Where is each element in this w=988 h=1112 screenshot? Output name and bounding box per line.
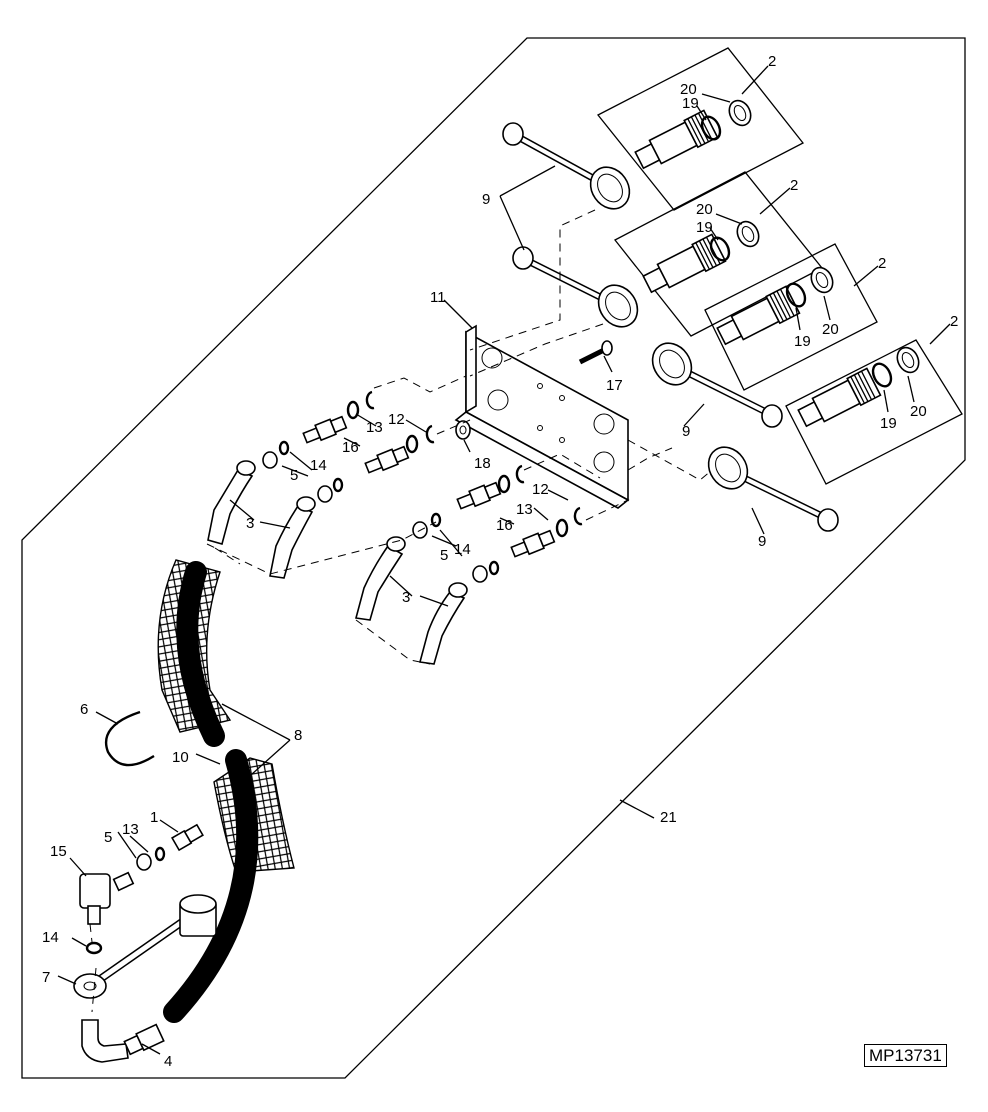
hose-end-elbows-upper — [207, 460, 316, 579]
callout-20: 20 — [822, 321, 839, 338]
alignment-lines — [89, 209, 713, 1013]
callout-3: 3 — [246, 515, 254, 532]
o-ring-small — [85, 941, 103, 955]
mounting-bracket — [454, 324, 630, 509]
quick-coupler — [797, 367, 882, 428]
callout-12: 12 — [532, 481, 549, 498]
callout-14: 14 — [454, 541, 471, 558]
callout-14: 14 — [42, 929, 59, 946]
lower-adapter-fitting — [412, 464, 583, 583]
callout-13: 13 — [366, 419, 383, 436]
straight-adapter — [136, 823, 204, 871]
callout-3: 3 — [402, 589, 410, 606]
figure-reference-code: MP13731 — [864, 1044, 947, 1067]
kit-boundary-outline — [21, 37, 966, 1079]
callout-19: 19 — [696, 219, 713, 236]
callout-19: 19 — [682, 95, 699, 112]
callout-11: 11 — [430, 289, 446, 306]
quick-coupler — [716, 285, 801, 346]
callout-1: 1 — [150, 809, 158, 826]
callout-6: 6 — [80, 701, 88, 718]
upper-adapter-fitting — [262, 390, 435, 503]
callout-9: 9 — [482, 191, 490, 208]
callout-17: 17 — [606, 377, 623, 394]
elbow-fitting — [81, 1019, 165, 1063]
callout-19: 19 — [880, 415, 897, 432]
tee-fitting — [79, 871, 135, 925]
callout-2: 2 — [950, 313, 958, 330]
callout-7: 7 — [42, 969, 50, 986]
callout-9: 9 — [758, 533, 766, 550]
callout-13: 13 — [516, 501, 533, 518]
hose-end-elbows-lower — [354, 536, 468, 665]
coupler-group-2 — [614, 171, 824, 337]
hydraulic-hose-upper — [176, 561, 225, 747]
coupler-group-4 — [785, 339, 963, 485]
leader-lines — [57, 65, 951, 1055]
callout-5: 5 — [440, 547, 448, 564]
dust-cap-1 — [502, 122, 631, 210]
callout-19: 19 — [794, 333, 811, 350]
callout-15: 15 — [50, 843, 67, 860]
callout-9: 9 — [682, 423, 690, 440]
callout-18: 18 — [474, 455, 491, 472]
hydraulic-hose-lower — [163, 749, 259, 1023]
callout-10: 10 — [172, 749, 189, 766]
callout-16: 16 — [342, 439, 359, 456]
callout-2: 2 — [790, 177, 798, 194]
callout-5: 5 — [104, 829, 112, 846]
callout-4: 4 — [164, 1053, 172, 1070]
callout-5: 5 — [290, 467, 298, 484]
callout-20: 20 — [696, 201, 713, 218]
banjo-fitting — [73, 894, 217, 999]
quick-coupler — [634, 109, 719, 170]
callout-21: 21 — [660, 809, 677, 826]
callout-2: 2 — [768, 53, 776, 70]
bolt — [578, 340, 613, 365]
lock-nut — [455, 420, 471, 440]
callout-labels: 1 2 2 2 2 3 3 4 5 5 5 6 7 8 9 9 9 10 11 … — [42, 53, 958, 1070]
dust-cap-2 — [512, 246, 639, 328]
callout-14: 14 — [310, 457, 327, 474]
callout-20: 20 — [680, 81, 697, 98]
callout-13: 13 — [122, 821, 139, 838]
snap-ring — [104, 710, 155, 767]
dust-cap-4 — [707, 446, 839, 532]
callout-20: 20 — [910, 403, 927, 420]
coupler-group-1 — [596, 47, 804, 211]
callout-8: 8 — [294, 727, 302, 744]
callout-16: 16 — [496, 517, 513, 534]
dust-cap-3 — [651, 342, 783, 428]
callout-2: 2 — [878, 255, 886, 272]
coupler-group-3 — [704, 243, 878, 391]
quick-coupler — [642, 233, 727, 294]
callout-12: 12 — [388, 411, 405, 428]
